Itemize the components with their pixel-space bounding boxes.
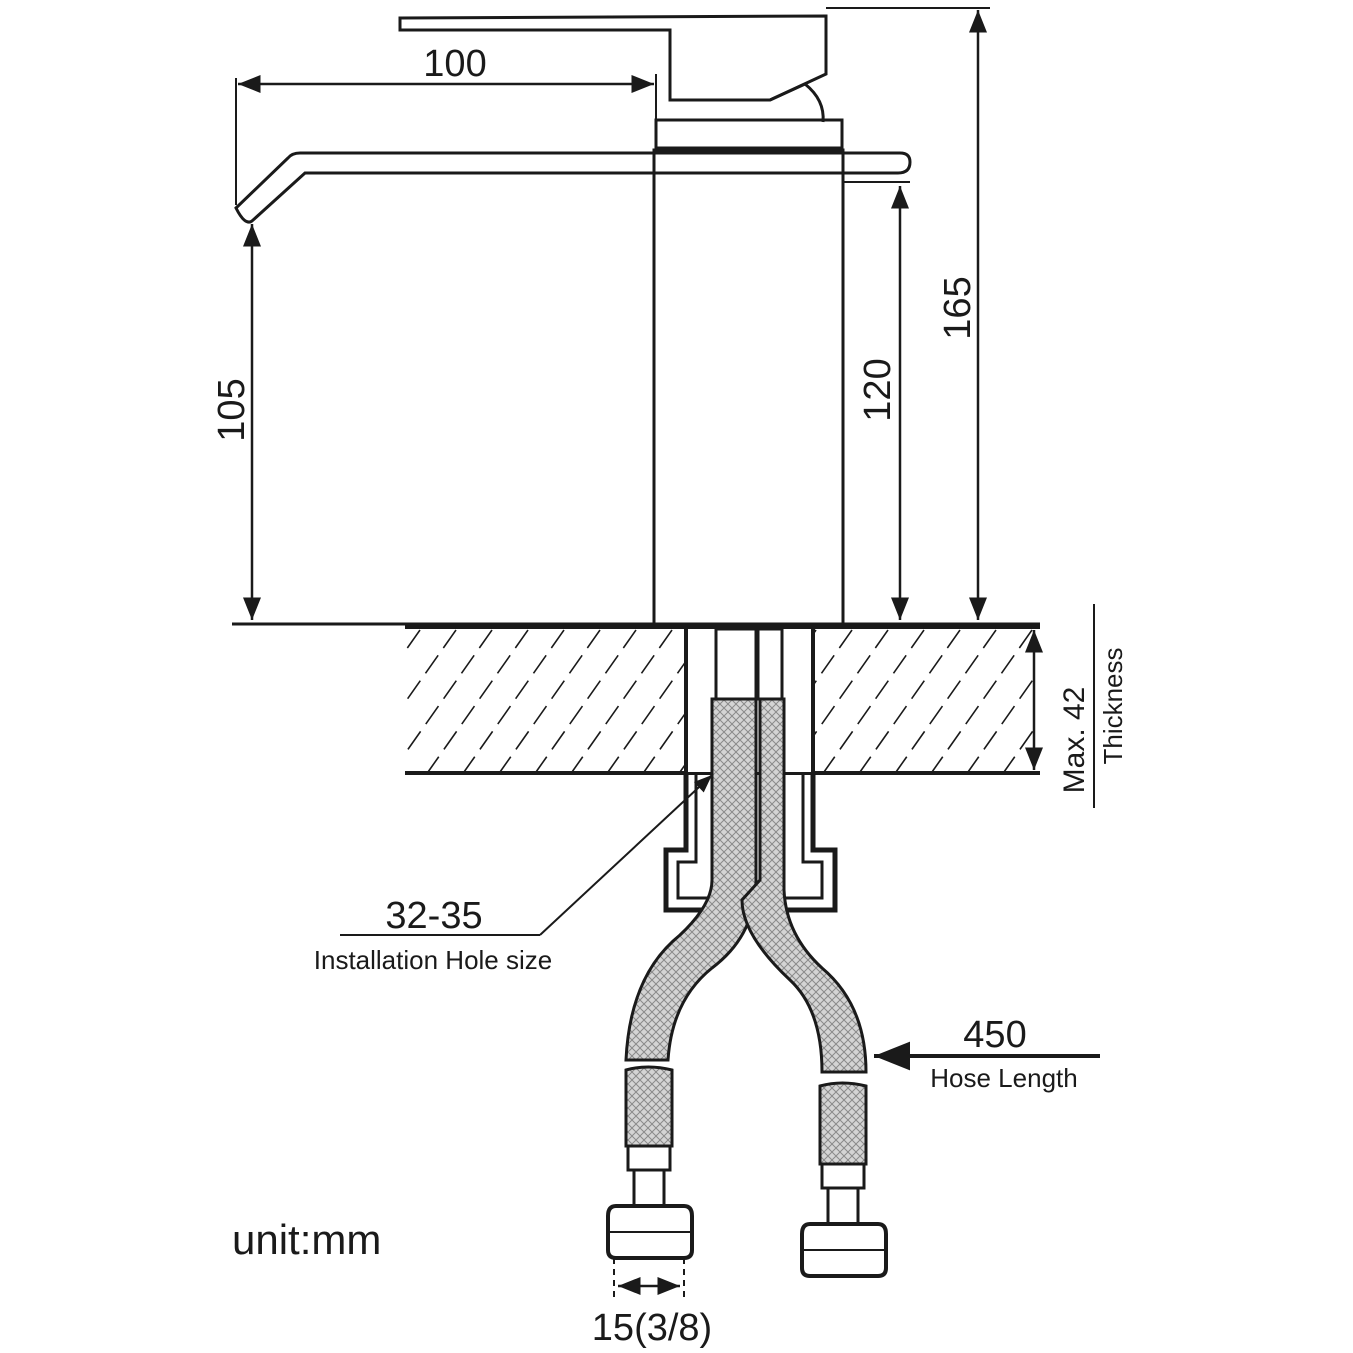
thickness-label: Thickness xyxy=(1098,647,1128,764)
hatch-line xyxy=(643,629,745,773)
hatch-line xyxy=(823,629,925,773)
cartridge-dome xyxy=(769,82,825,123)
dim-hole-size: 32-35 xyxy=(385,895,482,937)
hatch-line xyxy=(463,629,565,773)
dim-body-height: 120 xyxy=(857,358,899,421)
body-column xyxy=(652,148,845,626)
spout xyxy=(234,151,912,224)
hatch-line xyxy=(1003,729,1033,773)
hatch-line xyxy=(607,629,709,773)
right-connector-nut xyxy=(800,1222,888,1278)
hoses xyxy=(606,627,888,1278)
hatch-line xyxy=(895,629,997,773)
hatch-line xyxy=(571,629,673,773)
hatch-line xyxy=(535,629,637,773)
dim-spout-reach: 100 xyxy=(423,43,486,85)
hatch-line xyxy=(427,629,529,773)
hatch-line xyxy=(859,629,961,773)
dim-spout-height: 105 xyxy=(211,378,253,441)
countertop xyxy=(232,622,1040,775)
dim-hose-length: 450 xyxy=(963,1014,1026,1056)
unit-label: unit:mm xyxy=(232,1216,381,1263)
dim-total-height: 165 xyxy=(937,276,979,339)
hatch-line xyxy=(405,629,421,653)
faucet-body xyxy=(234,14,912,626)
hatch-line xyxy=(405,629,493,755)
left-hose xyxy=(624,697,758,1062)
hatch-line xyxy=(931,629,1033,773)
dim-max-thickness: Max. 42 xyxy=(1058,687,1091,794)
hatch-line xyxy=(967,678,1033,773)
collar xyxy=(654,118,844,150)
hatch-line xyxy=(405,629,457,704)
hose-length-label: Hose Length xyxy=(930,1063,1077,1093)
hole-size-label: Installation Hole size xyxy=(314,945,552,975)
right-hose xyxy=(740,697,868,1074)
handle-lever xyxy=(398,14,828,102)
dim-connector-size: 15(3/8) xyxy=(592,1307,712,1349)
hatch-line xyxy=(499,629,601,773)
